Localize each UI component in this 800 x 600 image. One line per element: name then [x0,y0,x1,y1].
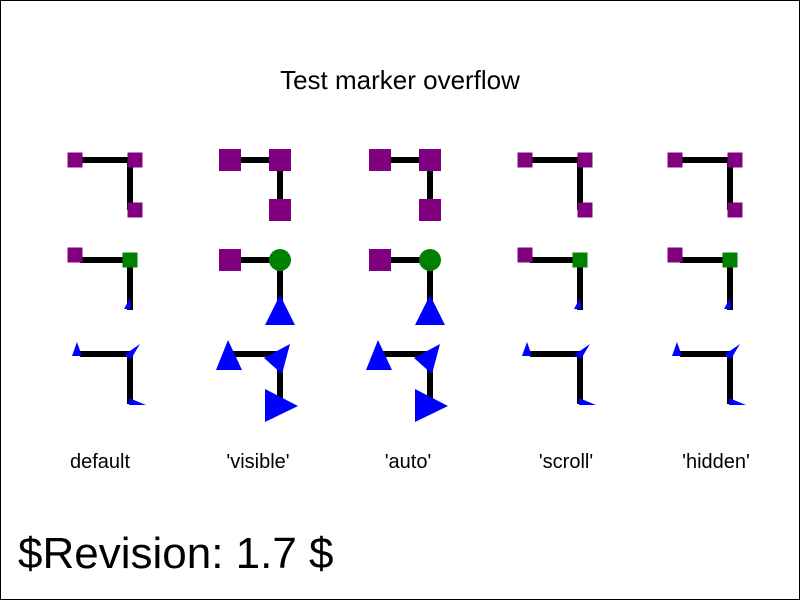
end-marker-r0-c1 [269,199,291,221]
mid-marker-r2-c1 [264,344,290,374]
marker-grid [67,149,746,422]
mid-marker-r2-c4 [724,344,740,359]
start-marker-r1-c1 [219,249,241,271]
path-r0-c3 [530,157,583,210]
column-label-scroll: 'scroll' [539,451,593,473]
mid-marker-r0-c0 [127,152,143,168]
end-marker-r1-c1 [265,295,295,325]
start-marker-r1-c3 [517,247,533,263]
end-marker-r2-c1 [265,389,298,422]
end-marker-r0-c2 [419,199,441,221]
column-label-visible: 'visible' [226,451,289,473]
column-label-default: default [70,451,130,473]
start-marker-r0-c4 [667,152,683,168]
end-marker-r1-c0 [124,298,131,309]
revision-text: $Revision: 1.7 $ [18,529,334,578]
mid-marker-r1-c0 [122,252,138,268]
end-marker-r0-c4 [727,202,743,218]
start-marker-r2-c3 [522,342,532,356]
end-marker-r0-c0 [127,202,143,218]
mid-marker-r0-c2 [419,149,441,171]
mid-marker-r2-c2 [414,344,440,374]
mid-marker-r1-c3 [572,252,588,268]
start-marker-r2-c4 [672,342,682,356]
start-marker-r0-c1 [219,149,241,171]
end-marker-r2-c0 [129,398,146,405]
start-marker-r2-c2 [366,340,392,370]
start-marker-r2-c0 [72,342,82,356]
end-marker-r0-c3 [577,202,593,218]
path-r0-c4 [680,157,733,210]
mid-marker-r2-c3 [574,344,590,359]
start-marker-r1-c4 [667,247,683,263]
end-marker-r2-c3 [579,398,596,405]
start-marker-r0-c0 [67,152,83,168]
start-marker-r1-c0 [67,247,83,263]
mid-marker-r1-c4 [722,252,738,268]
mid-marker-r0-c1 [269,149,291,171]
path-r2-c0 [80,351,133,404]
mid-marker-r1-c1 [269,249,291,271]
column-label-auto: 'auto' [385,451,432,473]
start-marker-r1-c2 [369,249,391,271]
end-marker-r1-c2 [415,295,445,325]
path-r2-c3 [530,351,583,404]
mid-marker-r0-c4 [727,152,743,168]
end-marker-r2-c4 [729,398,746,405]
column-label-hidden: 'hidden' [682,451,750,473]
page-title: Test marker overflow [280,65,520,95]
mid-marker-r1-c2 [419,249,441,271]
start-marker-r0-c3 [517,152,533,168]
start-marker-r2-c1 [216,340,242,370]
end-marker-r1-c4 [724,298,731,309]
end-marker-r1-c3 [574,298,581,309]
path-r2-c4 [680,351,733,404]
start-marker-r0-c2 [369,149,391,171]
end-marker-r2-c2 [415,389,448,422]
path-r0-c0 [80,157,133,210]
mid-marker-r2-c0 [124,344,140,359]
mid-marker-r0-c3 [577,152,593,168]
